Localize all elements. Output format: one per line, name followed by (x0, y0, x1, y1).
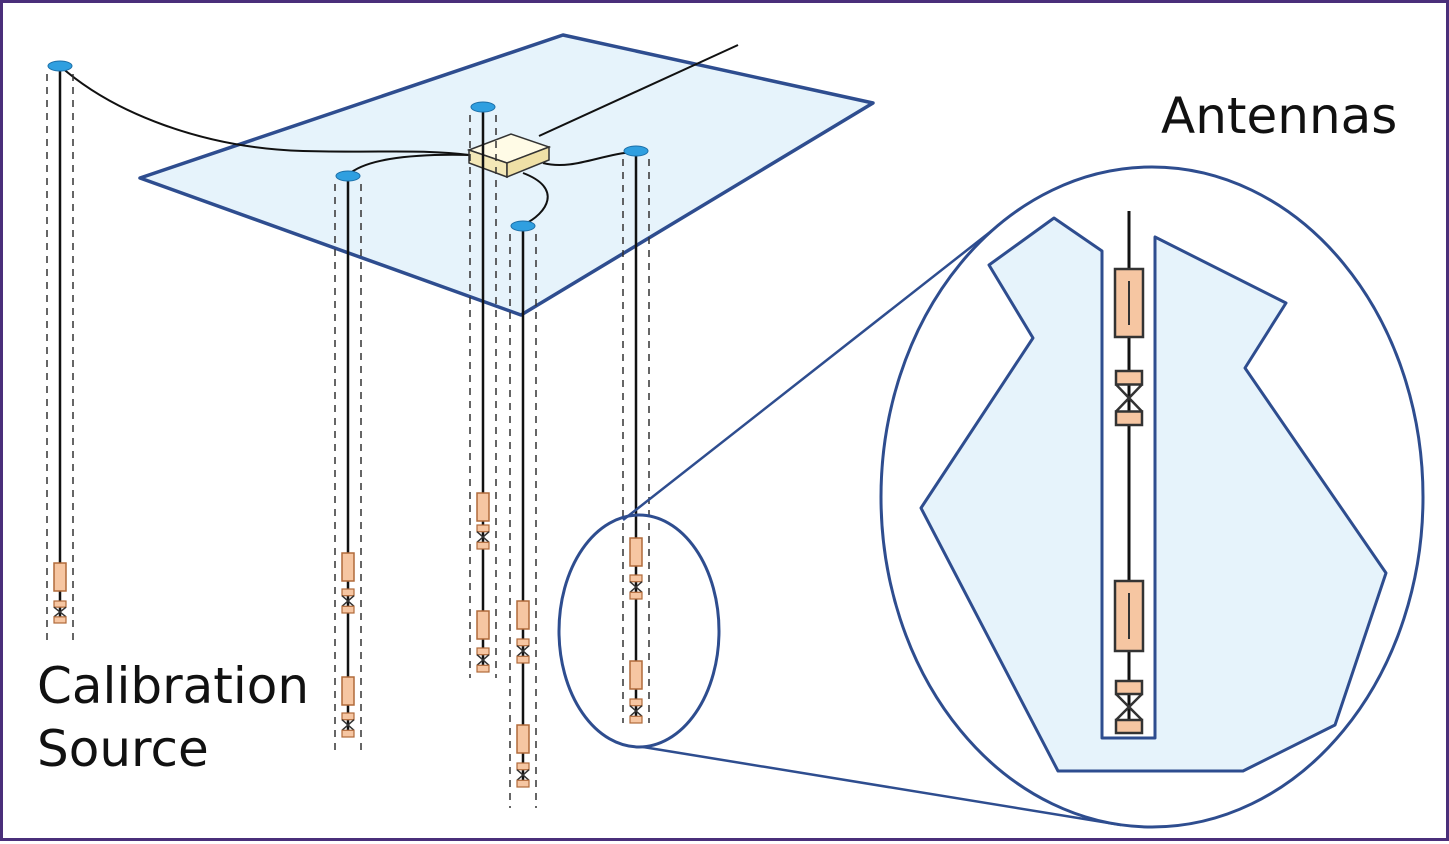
bowtie-icon (629, 705, 643, 717)
antenna-element-icon (516, 724, 530, 754)
bowtie-bottom (476, 541, 490, 550)
antenna-cap-icon (623, 145, 649, 157)
cable-calibration (59, 65, 470, 156)
antenna-element-icon (341, 676, 355, 706)
bowtie-bottom (341, 605, 355, 614)
antenna-element-icon (341, 552, 355, 582)
antenna-element-icon (476, 610, 490, 640)
antenna-string-5 (622, 145, 650, 724)
cable-left (347, 153, 474, 176)
bowtie-bottom (341, 729, 355, 738)
bowtie-icon (516, 645, 530, 657)
antenna-string-4 (509, 220, 537, 808)
bowtie-bottom (476, 664, 490, 673)
bowtie-top (1114, 679, 1144, 696)
antenna-cap-icon (510, 220, 536, 232)
bowtie-bottom (1114, 718, 1144, 735)
detail-region-ellipse (557, 513, 721, 749)
bowtie-top (341, 588, 355, 597)
bowtie-icon (629, 581, 643, 593)
cable-far (538, 44, 739, 137)
bowtie-top (516, 762, 530, 771)
calibration-label-line1: Calibration (37, 657, 310, 715)
calibration-source-label: Calibration Source (37, 655, 309, 780)
bowtie-bottom (1114, 410, 1144, 427)
bowtie-top (476, 524, 490, 533)
bowtie-icon (1115, 693, 1143, 721)
borehole-section (919, 216, 1388, 773)
zoom-connector-top (622, 224, 1000, 521)
bowtie-top (516, 638, 530, 647)
bowtie-top (629, 698, 643, 707)
antenna-element-icon (629, 537, 643, 567)
antenna-string-1 (46, 60, 74, 640)
bowtie-bottom (629, 715, 643, 724)
antenna-cap-icon (335, 170, 361, 182)
antenna-element-icon (629, 660, 643, 690)
cable-front (522, 172, 549, 226)
bowtie-icon (341, 719, 355, 731)
antenna-element-icon (53, 562, 67, 592)
antenna-cap-icon (470, 101, 496, 113)
bowtie-icon (1115, 383, 1143, 413)
bowtie-bottom (516, 779, 530, 788)
antenna-element-icon (516, 600, 530, 630)
antenna-element-icon (476, 492, 490, 522)
hub-box-icon (466, 133, 552, 179)
zoom-connector-bottom (642, 745, 1122, 827)
antenna-array-diagram (46, 33, 1425, 829)
antenna-strings (46, 60, 650, 808)
bowtie-icon (476, 654, 490, 666)
bowtie-top (341, 712, 355, 721)
bowtie-top (53, 600, 67, 608)
bowtie-bottom (516, 655, 530, 664)
bowtie-icon (476, 531, 490, 543)
bowtie-icon (53, 606, 67, 618)
calibration-label-line2: Source (37, 719, 209, 778)
antenna-string-3 (469, 101, 497, 678)
zoom-connectors (622, 224, 1122, 827)
bowtie-icon (516, 769, 530, 781)
magnified-antenna-string (1113, 211, 1145, 735)
bowtie-top (476, 647, 490, 656)
antenna-cap-icon (47, 60, 73, 72)
bowtie-bottom (53, 616, 67, 624)
bowtie-bottom (629, 591, 643, 600)
bowtie-top (1114, 369, 1144, 386)
bowtie-icon (341, 595, 355, 607)
antennas-label: Antennas (1161, 87, 1398, 145)
bowtie-top (629, 574, 643, 583)
antenna-string-2 (334, 170, 362, 751)
